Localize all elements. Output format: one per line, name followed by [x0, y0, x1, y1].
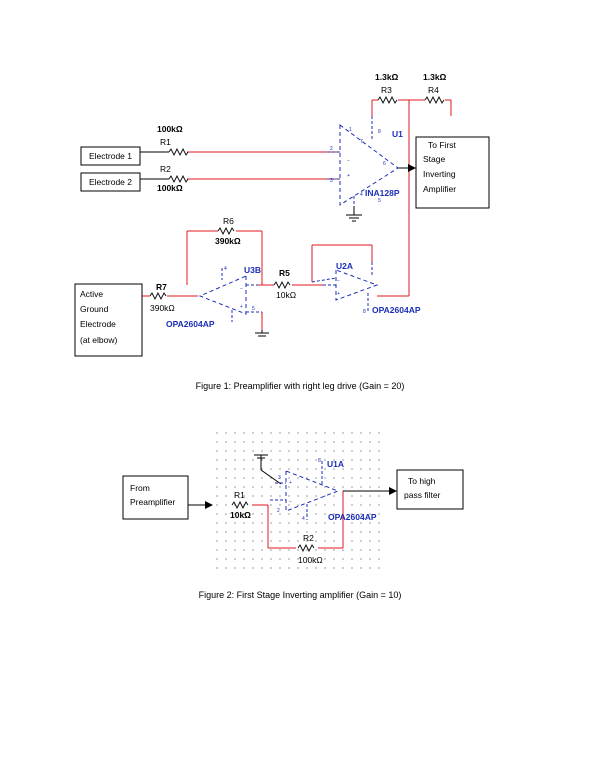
- u1a-name: U1A: [327, 459, 344, 469]
- input-box-line: Preamplifier: [130, 497, 176, 507]
- figure-1-caption: Figure 1: Preamplifier with right leg dr…: [196, 381, 405, 391]
- svg-text:2: 2: [330, 146, 333, 152]
- resistor-r5: [273, 280, 291, 290]
- r4-name: R4: [428, 85, 439, 95]
- r2-value: 100kΩ: [157, 183, 183, 193]
- svg-text:5: 5: [252, 306, 255, 312]
- r3-name: R3: [381, 85, 392, 95]
- svg-text:+: +: [289, 480, 292, 486]
- r3-value: 1.3kΩ: [375, 72, 399, 82]
- resistor-r2: [168, 174, 189, 184]
- svg-text:8: 8: [318, 458, 321, 464]
- svg-text:+: +: [240, 304, 243, 310]
- svg-text:7: 7: [360, 139, 363, 145]
- figure-2: + − 3 2 8 4 From Preamplifier To high pa…: [122, 427, 464, 600]
- resistor-r3: [377, 95, 398, 105]
- svg-text:8: 8: [363, 309, 366, 315]
- r7-value: 390kΩ: [150, 303, 175, 313]
- from-preamplifier-box: [122, 475, 189, 520]
- electrode-1-box: [80, 146, 141, 166]
- u3b-part: OPA2604AP: [166, 319, 215, 329]
- svg-text:+: +: [337, 291, 340, 297]
- output-box-line: To high: [408, 476, 436, 486]
- svg-text:1: 1: [349, 127, 352, 133]
- resistor-r4: [424, 95, 445, 105]
- u2a-part: OPA2604AP: [372, 305, 421, 315]
- figure-1: 1 8 2 3 − + 6 5 7 4 − + 8 − + 4 5: [74, 72, 490, 391]
- u2a-name: U2A: [336, 261, 353, 271]
- svg-text:−: −: [337, 278, 340, 284]
- first-stage-output-box: [415, 136, 490, 209]
- electrode-2-box: [80, 172, 141, 192]
- figure2-wires: [252, 491, 344, 549]
- ground-icon: [254, 454, 268, 459]
- input-box-line: From: [130, 483, 150, 493]
- u3b-name: U3B: [244, 265, 261, 275]
- svg-text:2: 2: [277, 508, 280, 514]
- r5-name: R5: [279, 268, 290, 278]
- resistor-r7: [149, 291, 167, 301]
- svg-text:5: 5: [378, 198, 381, 204]
- electrode-1-label: Electrode 1: [89, 151, 132, 161]
- svg-text:4: 4: [302, 516, 305, 522]
- r2-name: R2: [303, 533, 314, 543]
- active-ground-line: (at elbow): [80, 335, 117, 345]
- svg-text:6: 6: [383, 161, 386, 167]
- output-box-line: Stage: [423, 154, 445, 164]
- u1a-part: OPA2604AP: [328, 512, 377, 522]
- svg-text:3: 3: [330, 178, 333, 184]
- output-box-line: Amplifier: [423, 184, 456, 194]
- output-box-line: Inverting: [423, 169, 456, 179]
- r4-value: 1.3kΩ: [423, 72, 447, 82]
- r6-value: 390kΩ: [215, 236, 241, 246]
- active-ground-line: Active: [80, 289, 103, 299]
- high-pass-filter-box: [396, 469, 464, 510]
- ground-icon: [255, 332, 269, 337]
- r6-name: R6: [223, 216, 234, 226]
- svg-text:−: −: [289, 499, 292, 505]
- r7-name: R7: [156, 282, 167, 292]
- svg-text:+: +: [347, 173, 350, 179]
- active-ground-electrode-box: [74, 283, 143, 357]
- opamp-u2a: [311, 262, 379, 312]
- opamp-u1: [327, 116, 399, 206]
- resistor-r6: [217, 226, 235, 236]
- u1-output-arrow: [408, 164, 416, 172]
- opamp-u3b: [198, 268, 262, 322]
- electrode-2-label: Electrode 2: [89, 177, 132, 187]
- r5-value: 10kΩ: [276, 290, 296, 300]
- svg-text:8: 8: [378, 129, 381, 135]
- figure-2-caption: Figure 2: First Stage Inverting amplifie…: [199, 590, 402, 600]
- u1-name: U1: [392, 129, 403, 139]
- svg-text:4: 4: [360, 192, 363, 198]
- svg-text:4: 4: [224, 266, 227, 272]
- opamp-u1a: [270, 461, 340, 520]
- r2-name: R2: [160, 164, 171, 174]
- svg-text:3: 3: [278, 475, 281, 481]
- svg-text:−: −: [347, 158, 350, 164]
- svg-text:−: −: [240, 286, 243, 292]
- r1-name: R1: [160, 137, 171, 147]
- r2-value: 100kΩ: [298, 555, 323, 565]
- active-ground-line: Ground: [80, 304, 109, 314]
- figure1-wires: [142, 99, 452, 330]
- ground-icon: [346, 214, 362, 222]
- r1-value: 10kΩ: [230, 510, 251, 520]
- figure1-black-wires: [140, 151, 413, 333]
- u1-part: INA128P: [365, 188, 400, 198]
- breadboard-grid: [209, 427, 384, 573]
- active-ground-line: Electrode: [80, 319, 116, 329]
- resistor-r1: [231, 500, 249, 510]
- r1-value: 100kΩ: [157, 124, 183, 134]
- output-box-line: pass filter: [404, 490, 441, 500]
- resistor-r2: [297, 543, 315, 553]
- resistor-r1: [168, 147, 189, 157]
- output-arrow: [389, 487, 397, 495]
- input-arrow: [205, 501, 213, 509]
- r1-name: R1: [234, 490, 245, 500]
- output-box-line: To First: [428, 140, 457, 150]
